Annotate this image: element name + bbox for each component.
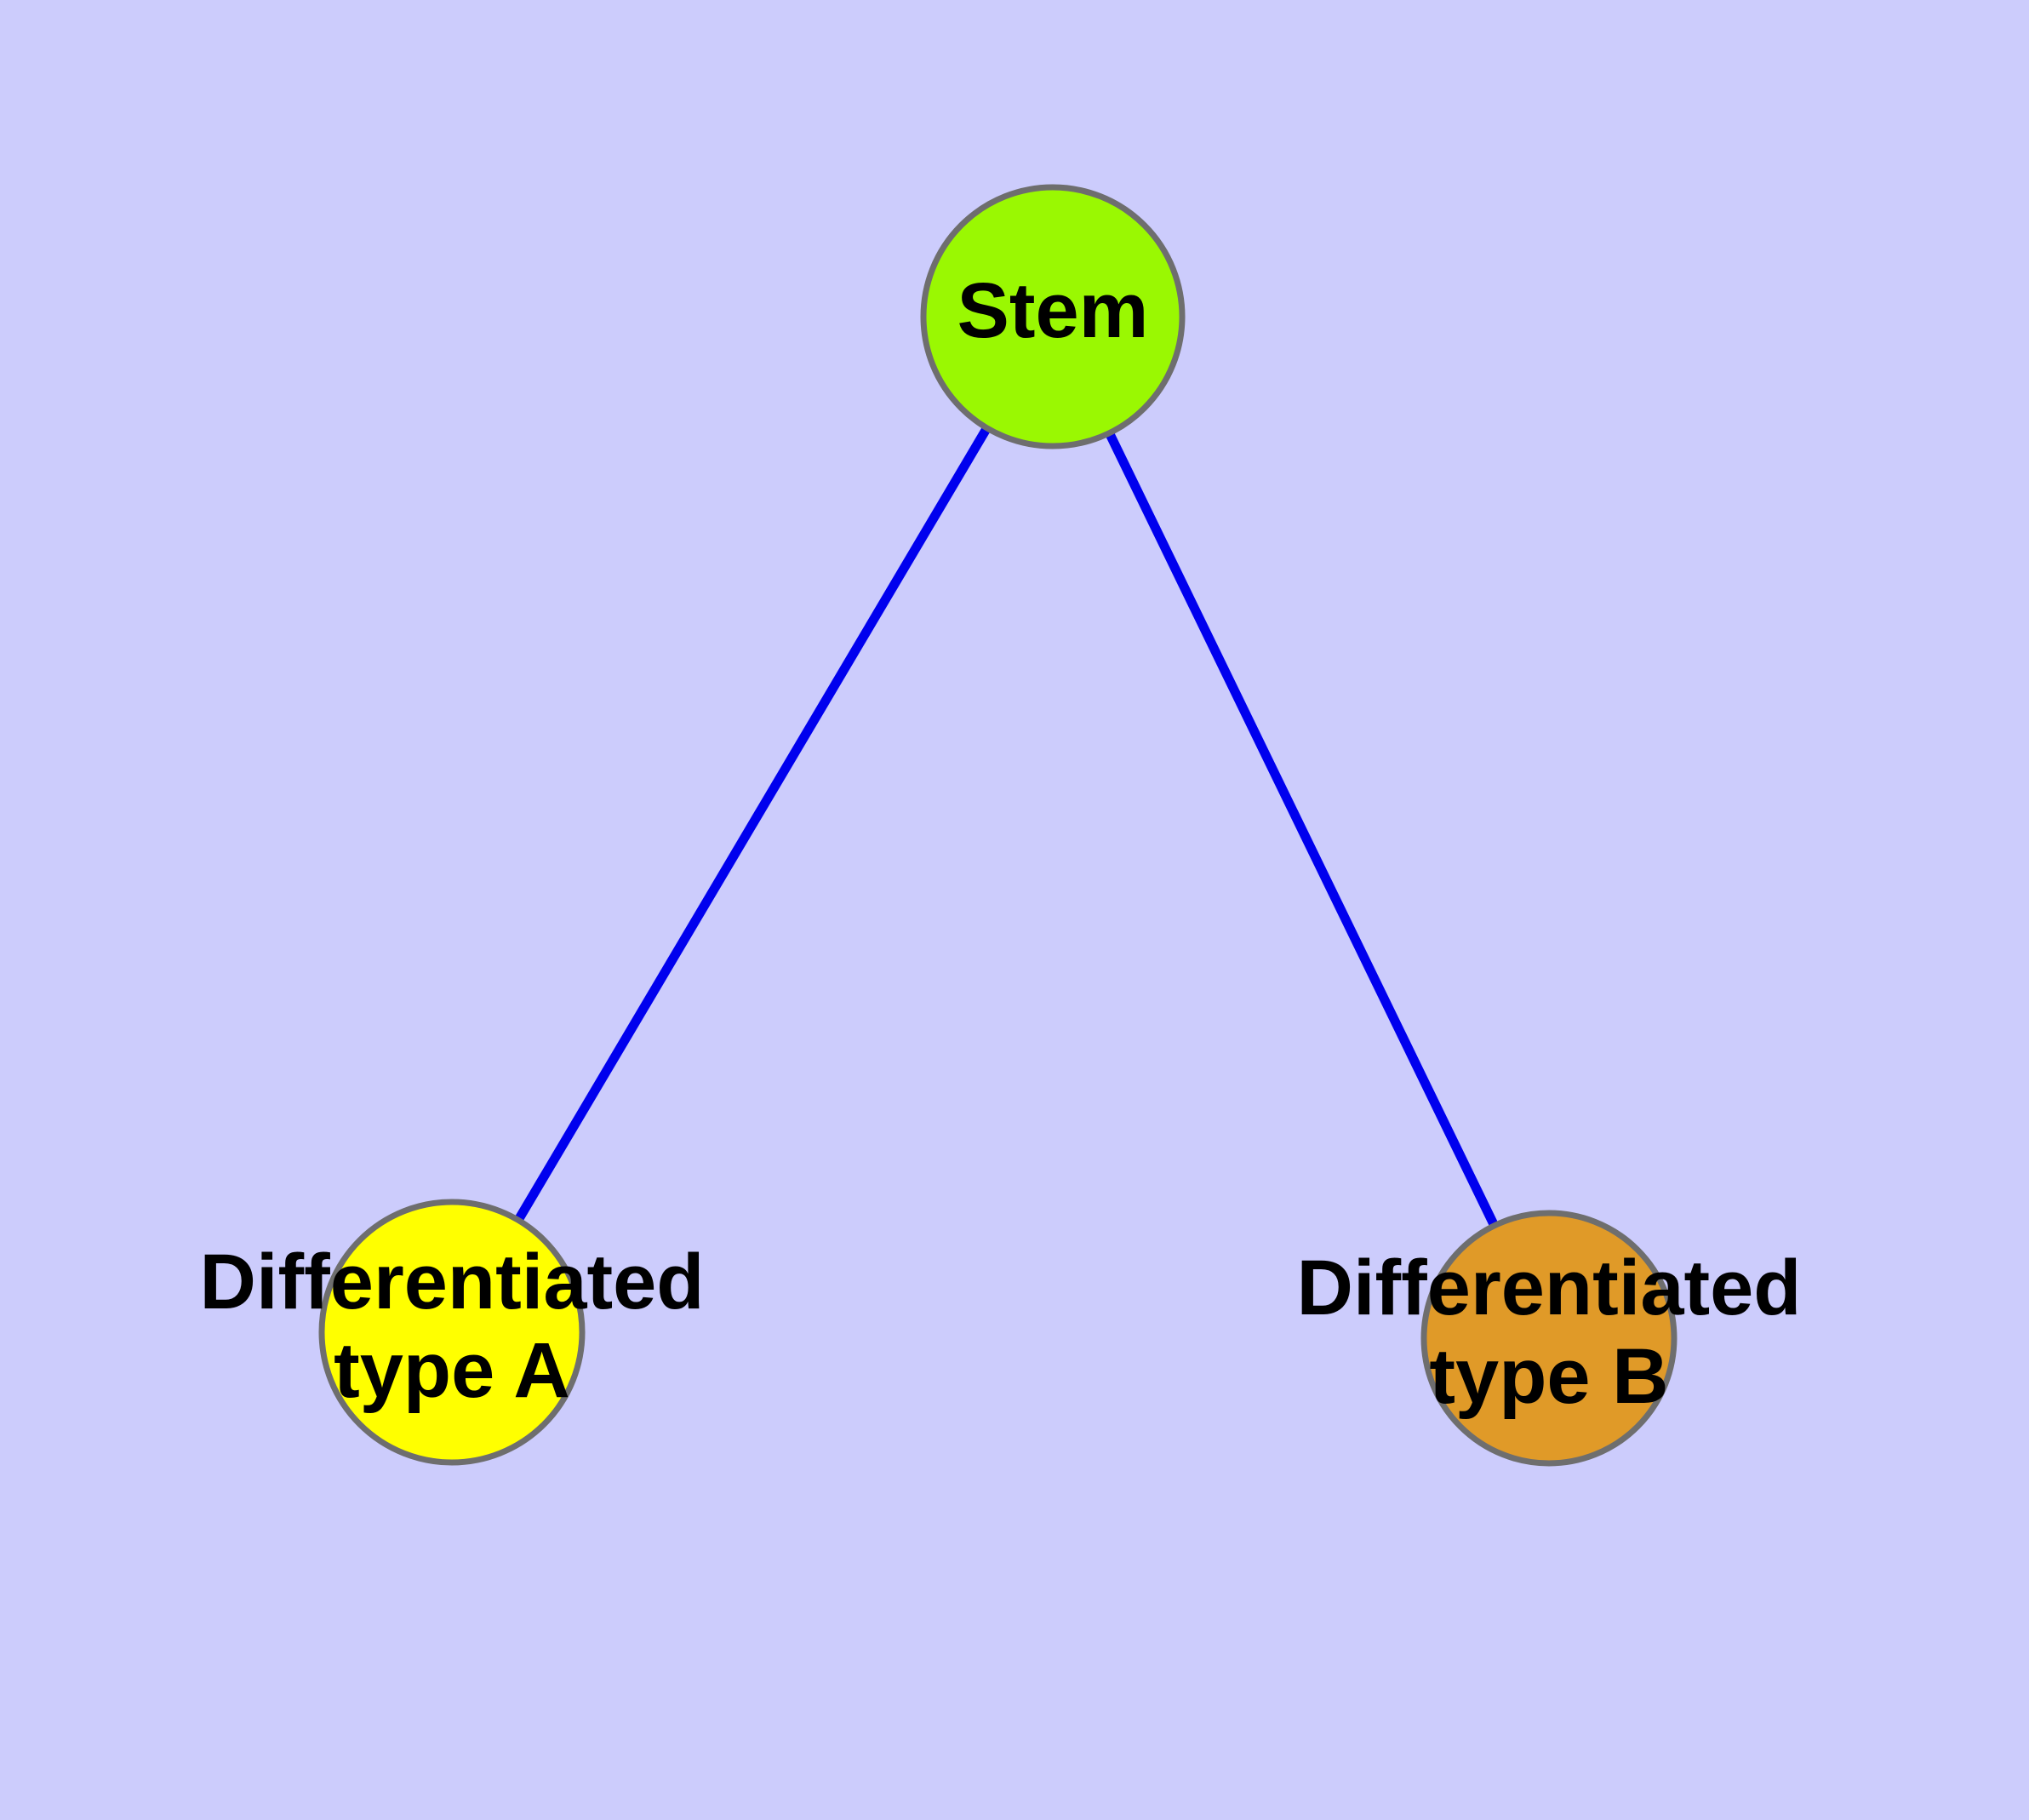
node-circle-stem[interactable] — [920, 184, 1186, 449]
node-label-line: type A — [334, 1327, 570, 1414]
edge-stem-to-diff_a[interactable] — [448, 314, 1057, 1335]
edge-stem-to-diff_b[interactable] — [1049, 314, 1553, 1341]
node-label-line: Differentiated — [200, 1239, 705, 1325]
node-stem[interactable]: Stem — [920, 184, 1186, 449]
node-label-stem: Stem — [957, 267, 1149, 354]
node-circle-diff_b[interactable] — [1420, 1210, 1677, 1467]
node-label-line: Differentiated — [1297, 1245, 1802, 1331]
node-label-line: Stem — [957, 267, 1149, 354]
edge-layer — [448, 314, 1553, 1341]
node-circle-diff_a[interactable] — [318, 1199, 586, 1466]
node-label-line: type B — [1429, 1333, 1668, 1420]
